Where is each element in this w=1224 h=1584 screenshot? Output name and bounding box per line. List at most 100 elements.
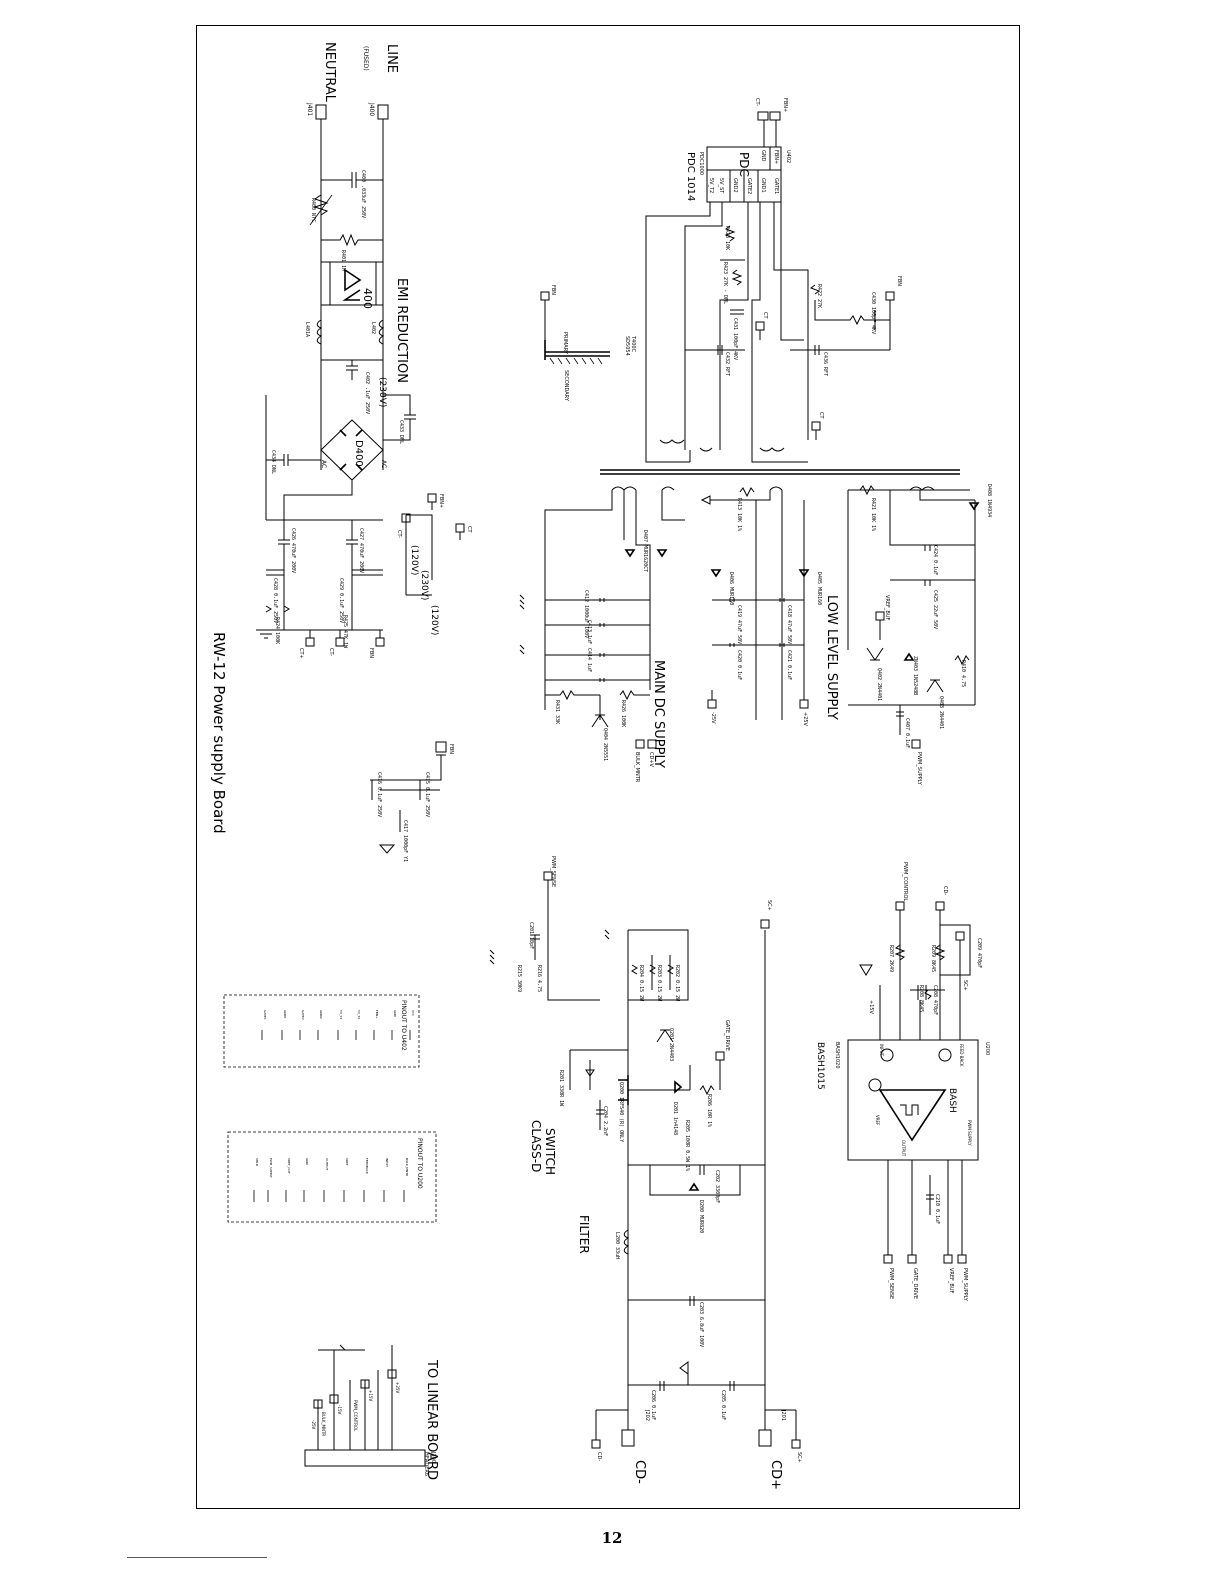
c203 — [628, 1296, 765, 1306]
c204 — [596, 1100, 604, 1130]
pinout-u200: PINOUT TO U200 SHLD PWM_SUPPLY VREF_OUT … — [227, 1131, 437, 1223]
pdc-part: PDC 1014 — [685, 152, 696, 201]
j300-header — [304, 1449, 426, 1467]
r201-d202 — [569, 1049, 628, 1090]
transformer-hatch — [549, 357, 603, 365]
c418-label: C418 47uF 50V — [786, 605, 792, 644]
main-dc-buses — [545, 599, 650, 681]
drawing-frame — [196, 25, 1020, 1509]
bash-pin-pwm-supply: PWM SUPPLY — [967, 1120, 972, 1146]
r422-label: R422 27K — [816, 284, 822, 308]
u402-pin-9: VCC — [411, 1010, 415, 1016]
q402-q403 — [866, 647, 944, 693]
q201-label: Q201 2N4403 — [668, 1028, 674, 1061]
d200 — [688, 1182, 700, 1191]
gate-drive-label-2: GATE_DRIVE — [912, 1268, 918, 1299]
c426 — [278, 520, 290, 630]
ct-label-3: CT — [818, 412, 824, 419]
page-number: 12 — [601, 1529, 623, 1547]
bulk-rails — [266, 519, 383, 631]
u402-pin-8: GND — [393, 1010, 397, 1018]
pinout-u200-box — [227, 1131, 437, 1223]
pdc-pin-gnd1: GND1 — [760, 178, 766, 193]
transformer-core — [600, 469, 960, 475]
linear-pwm-control: PWM_CONTROL — [353, 1400, 358, 1432]
cd-plus-terminal-1 — [760, 919, 770, 929]
bash-input-terminals — [895, 901, 965, 941]
c210-label: C210 0.1uF — [934, 1194, 940, 1224]
q404-label: Q404 2N5551 — [602, 728, 608, 761]
ct-terminals — [755, 321, 821, 440]
sc-plus-label-1: SC+ — [766, 900, 772, 911]
pwm-supply-terminal-1 — [911, 739, 921, 749]
c425-label: C425 22uF 50V — [932, 590, 938, 629]
c402-note: (230V) — [377, 377, 387, 407]
r201-label: R201 330R 1W — [558, 1070, 564, 1107]
r422-c430 — [809, 284, 890, 330]
r207-label: R207 2K49 — [888, 945, 894, 972]
pwm-sense-terminal-1 — [543, 871, 553, 881]
r400-ntc — [313, 194, 329, 216]
c436-label: C436 RFT — [822, 352, 828, 376]
pinout-u200-pins: SHLD PWM_SUPPLY VREF_OUT GND OUTPUT VREF… — [253, 1158, 409, 1202]
r421-label: R421 10K 1% — [870, 498, 876, 531]
switch-title: SWITCH — [543, 1128, 557, 1175]
bridge-ref: D400 — [353, 440, 364, 467]
u200-pin-5: OUTPUT — [325, 1158, 329, 1170]
r423-label: R423 27K - DNL — [722, 262, 728, 304]
pdc-pin-gnd2: GND2 — [732, 178, 738, 193]
v120-note-1: (120V) — [409, 545, 419, 575]
j201-label: J201 — [780, 1409, 786, 1421]
cd-plus-v-label: CD+V — [648, 752, 654, 768]
l402 — [378, 319, 385, 345]
linear-minus25v: -25V — [311, 1420, 316, 1430]
linear-title: TO LINEAR BOARD — [424, 1359, 439, 1480]
r410 — [954, 655, 970, 666]
c427 — [346, 520, 358, 630]
main-dc-title: MAIN DC SUPPLY — [651, 660, 666, 768]
board-title: RW-12 Power supply Board — [210, 632, 228, 834]
r428 — [724, 225, 736, 242]
u200-pin-7: FEEDBACK — [365, 1158, 369, 1175]
l401a — [316, 319, 323, 345]
c407-label: C407 0.1uF — [904, 718, 910, 748]
r400-label: R400 NTC — [310, 198, 316, 222]
bash-pin-output: OUTPUT — [901, 1140, 906, 1157]
bash-box — [847, 1039, 979, 1161]
line-fuse-label: (FUSED) — [362, 46, 369, 71]
c424-label: C424 0.1uF — [932, 545, 938, 575]
emi-section: J400 J401 LINE (FUSED) NEUTRAL C400 .033… — [210, 42, 472, 862]
primary-leads — [645, 440, 808, 463]
class-d-switch: PWM_SENSE C201 10pF R215 30K9 R216 4.75 … — [489, 856, 730, 1175]
bash-pin-feedback: FEED BACK — [959, 1044, 964, 1067]
u402-label: U402 — [785, 150, 791, 163]
bash-source-2 — [938, 1048, 952, 1062]
u402-pin-7: FBN+ — [375, 1010, 379, 1019]
c420-label: C420 0.1uF — [736, 650, 742, 680]
linear-minus15v: -15V — [337, 1405, 342, 1415]
r215-label: R215 30K9 — [516, 965, 522, 992]
bash-output-wiring — [887, 1160, 963, 1255]
ct-label-1: CT — [466, 526, 472, 533]
c203-label: C203 6.8uF 100V — [698, 1302, 704, 1347]
sc-plus-label-3: SC+ — [962, 980, 968, 991]
linear-board-header: J300 HEADER6 TO LINEAR BOARD BULK_MNTR -… — [304, 1344, 439, 1480]
fbn-label-4: FBN — [550, 285, 556, 295]
vref-wiring — [847, 485, 976, 706]
c414-label: C414 1uF — [586, 648, 592, 672]
pdc-label: PDC — [737, 152, 751, 177]
c416-label: C416 0.1uF 250V — [376, 772, 382, 817]
secondary-label: SECONDARY — [563, 370, 569, 402]
c421-label: C421 0.1uF — [786, 650, 792, 680]
pdc-pin-5vst: 5V_ST — [718, 178, 724, 194]
bash-source-3 — [868, 1078, 882, 1092]
fbn-terminal-4 — [540, 291, 550, 340]
bash-pin-vref: VREF — [875, 1115, 880, 1126]
c426-label: C426 470uF 200V — [290, 528, 296, 573]
u200-pin-9: BULK_MNTR — [405, 1158, 409, 1176]
cd-minus-label-2: CD- — [942, 886, 948, 895]
low-caps — [729, 598, 785, 647]
r208-c208 — [910, 985, 945, 1000]
low-arrow — [700, 495, 711, 505]
c204-label: C204 2.2nF — [602, 1106, 608, 1136]
